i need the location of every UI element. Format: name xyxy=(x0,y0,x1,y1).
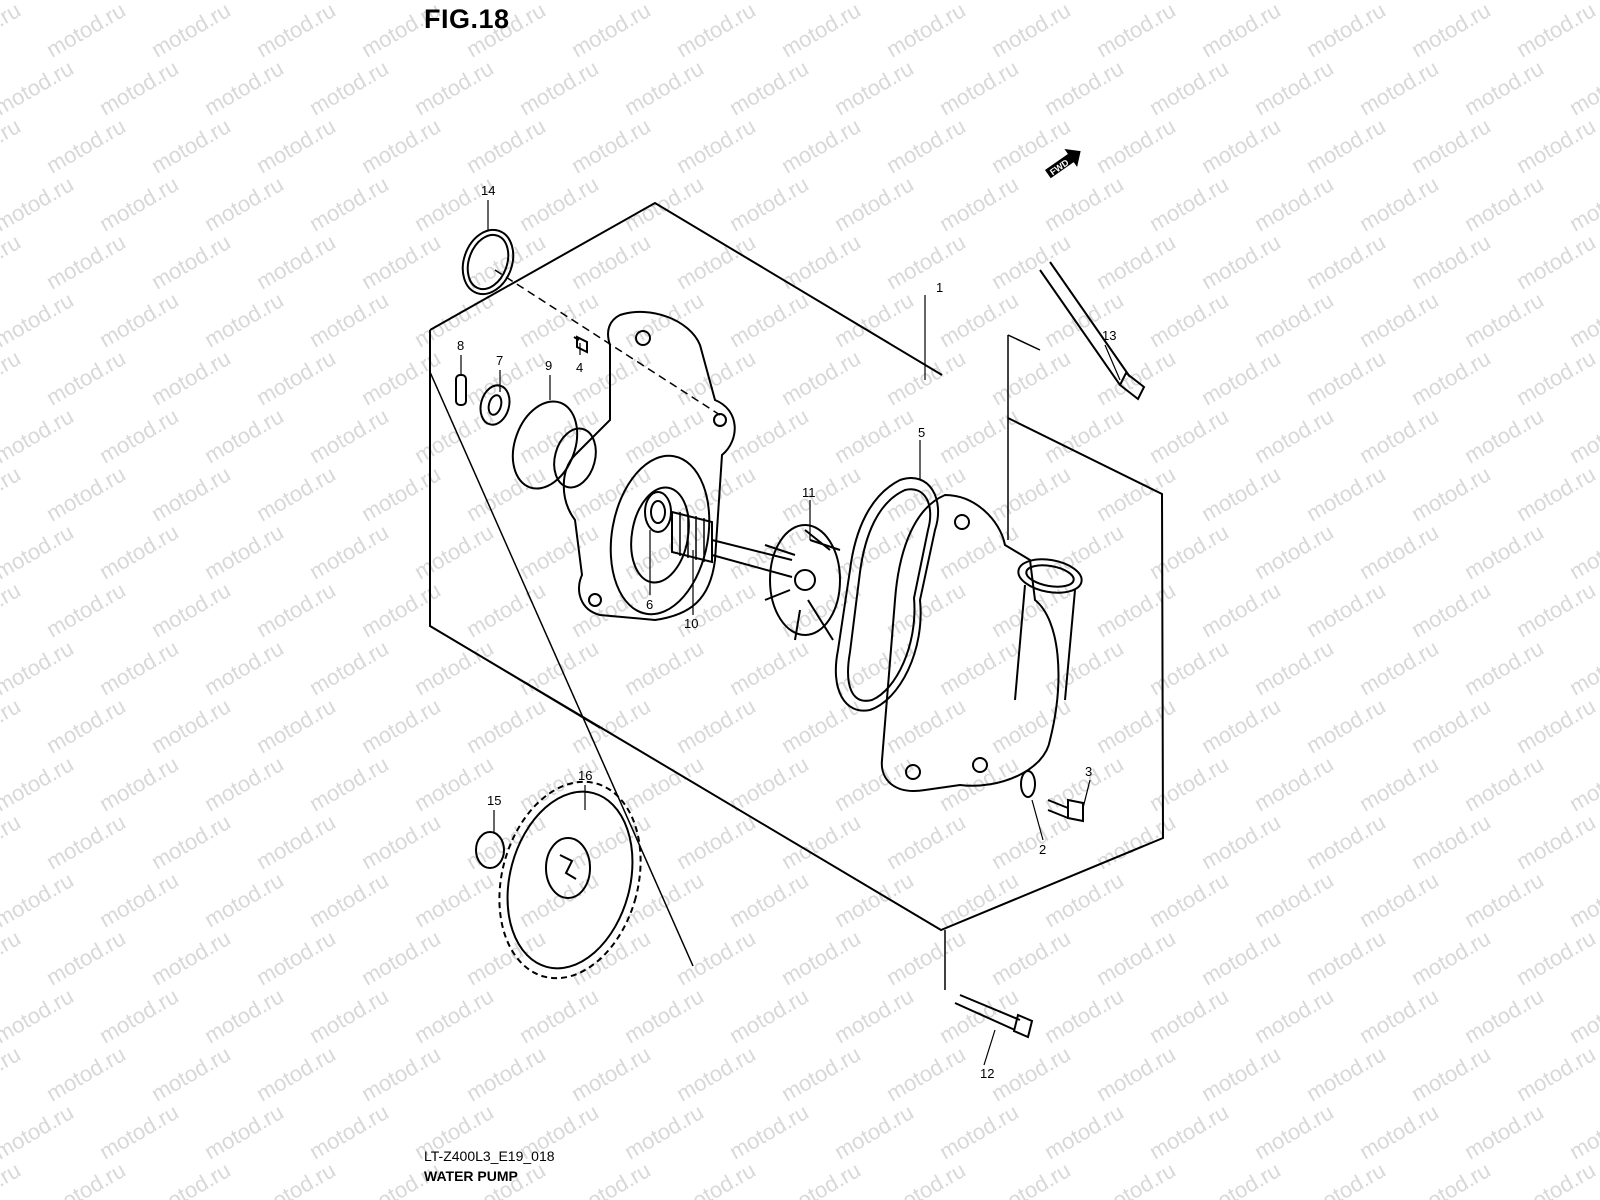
pump-case-part xyxy=(562,310,736,622)
axis-centerline xyxy=(494,269,721,416)
o-ring-part-inner xyxy=(466,233,510,291)
bolt-13-part xyxy=(1039,261,1131,386)
screw-part xyxy=(573,335,588,354)
callout-label: 5 xyxy=(918,425,925,440)
callout-label: 9 xyxy=(545,358,552,373)
figure-model-code: LT-Z400L3_E19_018 xyxy=(424,1148,555,1164)
dowel-pin-part xyxy=(455,374,467,406)
frame-outline-right xyxy=(429,330,1165,932)
figure-name: WATER PUMP xyxy=(424,1168,518,1184)
impeller-part xyxy=(764,524,841,641)
frame-diagonal xyxy=(429,371,694,967)
bolt-12-part xyxy=(954,994,1021,1031)
gear-part xyxy=(498,780,642,980)
o-ring-part xyxy=(461,228,515,296)
oil-seal-part xyxy=(644,491,672,533)
washer-part xyxy=(479,384,511,426)
case-bearing xyxy=(553,427,597,489)
washer-2-part xyxy=(1020,770,1036,798)
impeller-shaft xyxy=(711,539,793,578)
bolt-guide-13-top xyxy=(1007,334,1041,351)
callout-label: 10 xyxy=(684,616,698,631)
callout-label: 3 xyxy=(1085,764,1092,779)
fwd-direction-icon: FWD xyxy=(1045,149,1081,179)
callout-label: 4 xyxy=(576,360,583,375)
bolt-3-part xyxy=(1047,799,1069,819)
callout-label: 11 xyxy=(802,485,816,500)
circlip-part xyxy=(475,831,505,869)
figure-title: FIG.18 xyxy=(424,4,510,34)
case-center-boss xyxy=(609,454,711,616)
gasket-part xyxy=(834,477,940,712)
washer-part-inner xyxy=(487,394,503,416)
callout-label: 2 xyxy=(1039,842,1046,857)
callout-label: 7 xyxy=(496,353,503,368)
callout-label: 6 xyxy=(646,597,653,612)
leader-lines xyxy=(460,200,1121,1066)
o-ring-9-part xyxy=(511,400,579,490)
frame-bottom-left xyxy=(429,625,601,729)
callout-label: 8 xyxy=(457,338,464,353)
callout-label: 1 xyxy=(936,280,943,295)
mechanical-seal-part xyxy=(671,510,713,564)
callout-label: 12 xyxy=(980,1066,994,1081)
frame-outline xyxy=(429,201,943,376)
case-center-hole xyxy=(630,486,690,584)
callout-label: 13 xyxy=(1102,328,1116,343)
callout-label: 16 xyxy=(578,768,592,783)
pump-cover-part xyxy=(880,493,1083,792)
callout-label: 15 xyxy=(487,793,501,808)
callout-label: 14 xyxy=(481,183,495,198)
